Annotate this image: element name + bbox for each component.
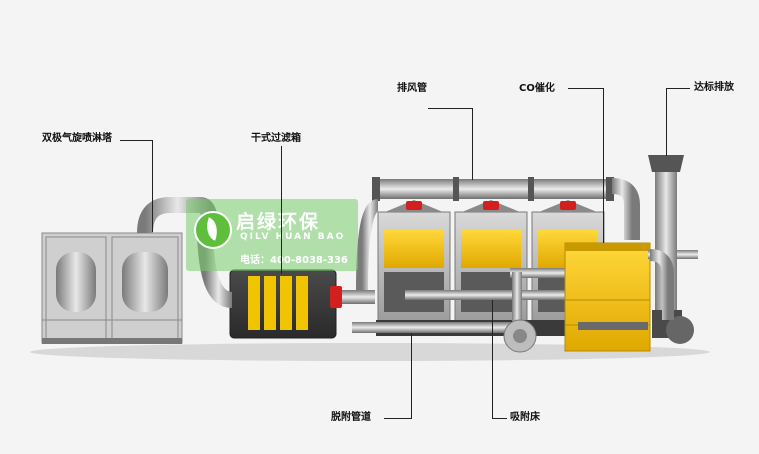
watermark-logo: 启绿环保 QILV HUAN BAO 电话：400-8038-336	[186, 199, 358, 271]
leaf-icon	[194, 211, 232, 249]
label-dry-filter-box: 干式过滤箱	[251, 133, 301, 144]
leader-desorption-h	[384, 418, 412, 419]
leader-spray-v	[152, 140, 153, 232]
leader-co-h	[568, 88, 604, 89]
spray-tower	[41, 197, 218, 344]
label-emission-stack: 达标排放	[694, 82, 734, 93]
label-co-catalysis: CO催化	[519, 83, 555, 94]
label-spray-tower: 双极气旋喷淋塔	[42, 133, 112, 144]
label-desorption-pipe: 脱附管道	[331, 412, 371, 423]
leader-exhaust-v	[472, 108, 473, 180]
exhaust-pipe	[372, 177, 640, 240]
leader-stack-h	[666, 88, 690, 89]
floor-shadow	[30, 343, 710, 361]
watermark-title: 启绿环保	[236, 211, 321, 233]
desorption-pipe	[352, 268, 570, 353]
dry-filter-box	[197, 199, 380, 339]
leader-spray-h	[120, 140, 153, 141]
emission-stack	[648, 155, 694, 344]
leader-filter-v	[281, 146, 282, 274]
leader-bed-h	[492, 418, 507, 419]
leader-exhaust-h	[428, 108, 473, 109]
leader-stack-v	[666, 88, 667, 156]
watermark-phone: 电话：400-8038-336	[240, 255, 348, 266]
leader-bed-v	[492, 300, 493, 419]
leader-co-v	[603, 88, 604, 243]
watermark-subtitle: QILV HUAN BAO	[240, 232, 346, 242]
leader-desorption-v	[411, 333, 412, 419]
label-adsorption-bed: 吸附床	[510, 412, 540, 423]
label-exhaust-pipe: 排风管	[397, 83, 427, 94]
